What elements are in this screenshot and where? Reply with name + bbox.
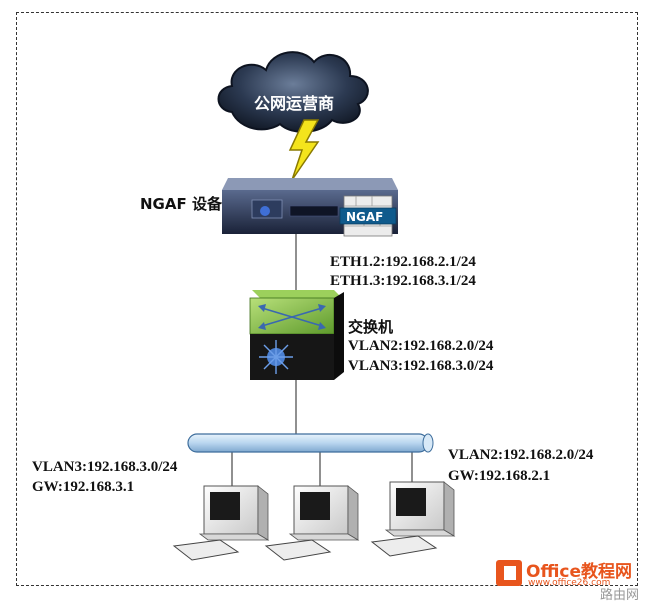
watermark-brand: Office教程网 xyxy=(526,562,633,582)
ngaf-firewall-icon xyxy=(222,178,398,237)
pc-center-icon xyxy=(264,485,360,561)
right-group-vlan: VLAN2:192.168.2.0/24 xyxy=(448,447,594,463)
firewall-interface: ETH1.3:192.168.3.1/24 xyxy=(330,273,476,289)
cloud-label: 公网运营商 xyxy=(254,94,335,113)
switch-vlan: VLAN2:192.168.2.0/24 xyxy=(348,338,494,354)
pc-right-icon xyxy=(370,481,456,557)
office-logo-icon xyxy=(496,560,522,586)
right-group-gateway: GW:192.168.2.1 xyxy=(448,468,551,484)
watermark-corner: 路由网 xyxy=(600,588,640,603)
network-bus-icon xyxy=(187,433,434,453)
firewall-badge: NGAF xyxy=(346,210,384,224)
firewall-name: NGAF 设备 xyxy=(140,195,222,213)
switch-name: 交换机 xyxy=(348,318,394,336)
lightning-icon xyxy=(288,119,320,181)
switch-icon xyxy=(249,290,344,380)
switch-vlan: VLAN3:192.168.3.0/24 xyxy=(348,358,494,374)
isp-cloud-icon xyxy=(217,51,369,133)
pc-left-icon xyxy=(172,485,270,561)
diagram-border xyxy=(16,12,638,586)
left-group-vlan: VLAN3:192.168.3.0/24 xyxy=(32,459,178,475)
firewall-interface: ETH1.2:192.168.2.1/24 xyxy=(330,254,476,270)
left-group-gateway: GW:192.168.3.1 xyxy=(32,479,135,495)
watermark-url: www.office26.com xyxy=(528,578,611,588)
